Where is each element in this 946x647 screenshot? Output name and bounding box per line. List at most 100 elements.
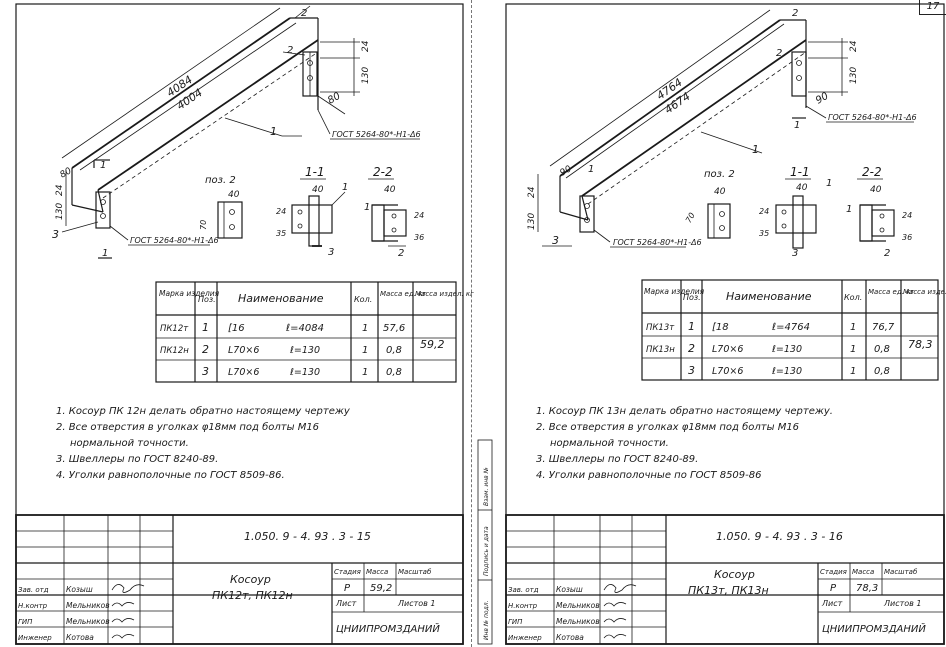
svg-text:L70×6: L70×6 — [712, 366, 743, 377]
dim-130-left: 130 — [55, 203, 65, 220]
section-2-2: 2-2 40 24 36 1 2 — [364, 165, 424, 259]
spec-table: Марка изделия Поз. Наименование Кол. Мас… — [641, 279, 946, 381]
sec11-pos1: 1 — [342, 182, 348, 193]
channel-beam — [559, 19, 807, 221]
sec22-pos1: 1 — [846, 204, 852, 215]
sec11-dim-24: 24 — [276, 207, 286, 216]
sec11-pos1: 1 — [826, 178, 832, 189]
sec11-pos3: 3 — [792, 248, 798, 259]
svg-text:Листов 1: Листов 1 — [883, 599, 922, 608]
weld-spec-top: ГОСТ 5264-80*-Н1-Δ6 — [332, 130, 421, 139]
sec11-dim-35: 35 — [276, 229, 286, 238]
dim-24-top: 24 — [849, 40, 859, 52]
drawing-left: 4084 4004 2 24 130 80 2 1 ГОСТ 5264-80*-… — [15, 3, 474, 645]
signature-mark — [111, 602, 135, 607]
table-row: ПК12т 1 [16 ℓ=4084 1 57,6 — [160, 321, 405, 334]
stamp-code: 1.050. 9 - 4. 93 . 3 - 16 — [716, 530, 843, 543]
th-pos: Поз. — [683, 293, 701, 302]
sheet-left: 4084 4004 2 24 130 80 2 1 ГОСТ 5264-80*-… — [0, 0, 474, 647]
poz2-title: поз. 2 — [205, 175, 236, 186]
poz2-dim-70: 70 — [199, 220, 208, 230]
th-name: Наименование — [726, 290, 812, 303]
note-line: 3. Швеллеры по ГОСТ 8240-89. — [56, 454, 218, 465]
table-row: 3 L70×6 ℓ=130 1 0,8 — [688, 364, 890, 377]
side-strip: Взам. инв № Подпись и дата Инв № подл. — [477, 439, 493, 645]
svg-text:Зав. отд: Зав. отд — [508, 586, 539, 594]
svg-text:Лист: Лист — [335, 599, 357, 608]
th-qty: Кол. — [354, 295, 372, 304]
dim-130-top: 130 — [849, 67, 859, 84]
svg-text:Масса: Масса — [852, 568, 874, 576]
stamp-stage: Р — [830, 583, 837, 594]
dim-130-top: 130 — [361, 67, 371, 84]
svg-text:ℓ=130: ℓ=130 — [772, 366, 802, 377]
svg-text:L70×6: L70×6 — [712, 344, 743, 355]
svg-text:ℓ=4764: ℓ=4764 — [772, 322, 810, 333]
stamp-title: Косоур — [714, 568, 755, 581]
sec11-dim-40: 40 — [312, 185, 324, 195]
pos2-top: 2 — [287, 45, 293, 56]
pos3-callout: 3 — [552, 234, 559, 247]
cut-mark-left: 1 — [588, 164, 594, 175]
section-1-1-title: 1-1 — [305, 165, 325, 179]
svg-text:Листов 1: Листов 1 — [397, 599, 436, 608]
sheet-number: 17 — [919, 0, 946, 15]
dim-24-left: 24 — [55, 184, 65, 196]
svg-text:L70×6: L70×6 — [228, 345, 259, 356]
svg-text:Масса: Масса — [366, 568, 388, 576]
stamp-title: Косоур — [230, 573, 271, 586]
svg-text:Козыш: Козыш — [556, 585, 583, 594]
section-1-1: 1-1 40 24 35 1 3 — [759, 165, 832, 259]
side-label: Взам. инв № — [483, 467, 490, 506]
svg-text:Мельников: Мельников — [66, 601, 110, 610]
cut-mark-top: 1 — [794, 120, 800, 131]
poz2-dim-40: 40 — [714, 187, 726, 197]
svg-text:Н.контр: Н.контр — [508, 602, 538, 610]
signature-mark — [603, 602, 627, 607]
th-unit-mass: Масса ед. кг — [868, 288, 914, 296]
detail-poz2: поз. 2 40 70 — [684, 169, 735, 239]
svg-text:ПК12н: ПК12н — [160, 346, 189, 356]
table-row: 3 L70×6 ℓ=130 1 0,8 — [202, 365, 402, 378]
svg-text:[16: [16 — [228, 323, 245, 334]
svg-text:1: 1 — [362, 345, 368, 356]
poz2-title: поз. 2 — [704, 169, 735, 180]
stamp-subtitle: ПК12т, ПК12н — [212, 589, 293, 602]
note-line: 3. Швеллеры по ГОСТ 8240-89. — [536, 454, 698, 465]
th-mark: Марка изделия — [159, 289, 220, 298]
signature-mark — [603, 634, 627, 639]
svg-text:ГИП: ГИП — [18, 618, 33, 626]
signature-mark — [603, 584, 637, 593]
dim-80-top: 80 — [326, 91, 343, 107]
sec11-pos3: 3 — [328, 247, 334, 258]
pos1-callout: 1 — [270, 125, 277, 138]
sec22-dim-36: 36 — [902, 233, 912, 242]
th-pos: Поз. — [198, 295, 216, 304]
sec22-pos1: 1 — [364, 202, 370, 213]
notes: 1. Косоур ПК 13н делать обратно настояще… — [536, 405, 833, 481]
sec22-dim-24: 24 — [414, 211, 424, 220]
svg-text:ПК13т: ПК13т — [646, 323, 675, 333]
sec22-dim-40: 40 — [384, 185, 396, 195]
svg-text:Котова: Котова — [556, 633, 584, 642]
pos3-callout: 3 — [52, 228, 59, 241]
end-angle-bottom — [579, 195, 595, 233]
note-line: 4. Уголки равнополочные по ГОСТ 8509-86 — [536, 470, 762, 481]
weld-spec-top: ГОСТ 5264-80*-Н1-Δ6 — [828, 113, 917, 122]
dim-2-top: 2 — [301, 8, 307, 19]
note-line: 1. Косоур ПК 12н делать обратно настояще… — [56, 405, 351, 417]
svg-text:ПК13н: ПК13н — [646, 345, 675, 355]
svg-text:ℓ=130: ℓ=130 — [290, 367, 320, 378]
svg-text:76,7: 76,7 — [872, 322, 895, 333]
th-unit-mass: Масса ед. кг — [380, 290, 426, 298]
sec22-dim-40: 40 — [870, 185, 882, 195]
svg-text:ℓ=130: ℓ=130 — [290, 345, 320, 356]
stamp-org: ЦНИИПРОМЗДАНИЙ — [336, 622, 440, 635]
drawing-right: 4764 4674 2 24 130 90 2 1 1 ГОСТ 5264-80… — [477, 3, 946, 645]
svg-text:ГИП: ГИП — [508, 618, 523, 626]
dim-130-left: 130 — [527, 213, 537, 230]
th-qty: Кол. — [844, 293, 862, 302]
stamp-subtitle: ПК13т, ПК13н — [688, 584, 769, 597]
svg-text:Зав. отд: Зав. отд — [18, 586, 49, 594]
sheet-right: 4764 4674 2 24 130 90 2 1 1 ГОСТ 5264-80… — [476, 0, 946, 647]
